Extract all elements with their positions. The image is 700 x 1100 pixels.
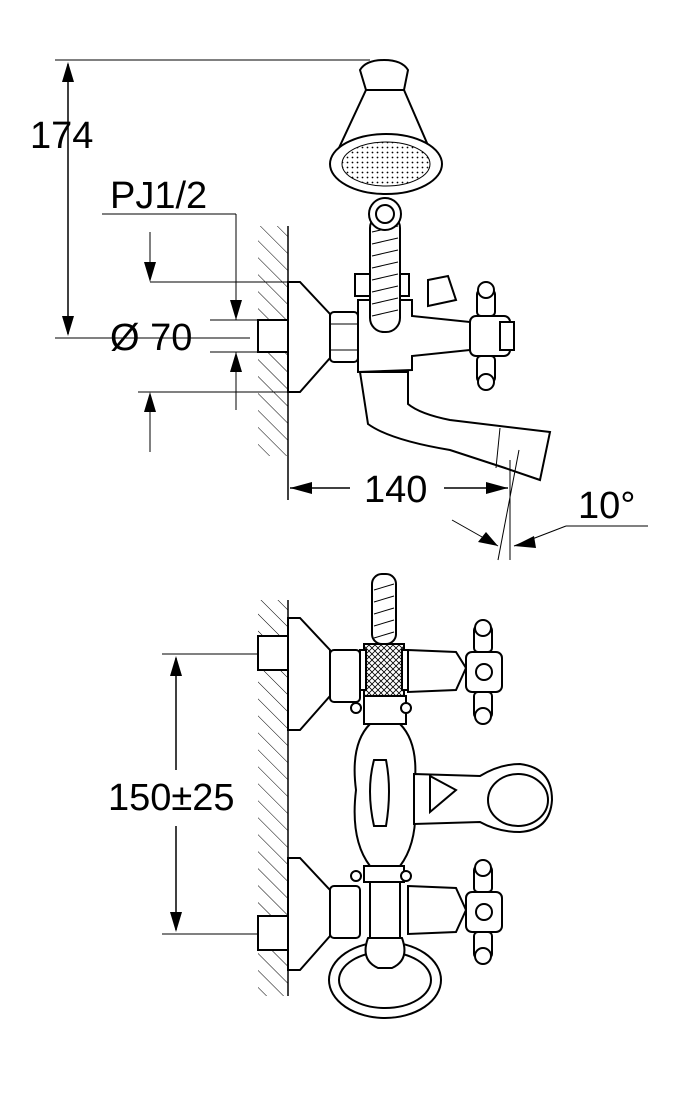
dim-diameter: Ø 70	[110, 317, 192, 359]
pipe-stub	[257, 319, 289, 353]
union-nut	[329, 311, 359, 363]
dim-150: 150±25	[108, 777, 235, 819]
dim-174: 174	[30, 115, 93, 157]
side-view: 174 PJ1/2 Ø 70 140 10°	[30, 58, 648, 561]
shower-head	[329, 58, 443, 195]
cross-handle-side	[469, 281, 515, 391]
front-view: 150±25	[108, 573, 554, 1019]
knurled-coupling	[363, 643, 405, 697]
dimension-lines-front	[162, 653, 258, 935]
cross-handle-bottom	[465, 859, 503, 965]
dim-angle: 10°	[578, 485, 635, 527]
dimension-lines-side	[55, 59, 648, 561]
dim-thread: PJ1/2	[110, 175, 207, 217]
dim-140: 140	[364, 469, 427, 511]
diverter-lever	[427, 274, 458, 308]
escutcheon	[287, 281, 331, 393]
cross-handle-top	[465, 619, 503, 725]
spout	[358, 371, 552, 482]
